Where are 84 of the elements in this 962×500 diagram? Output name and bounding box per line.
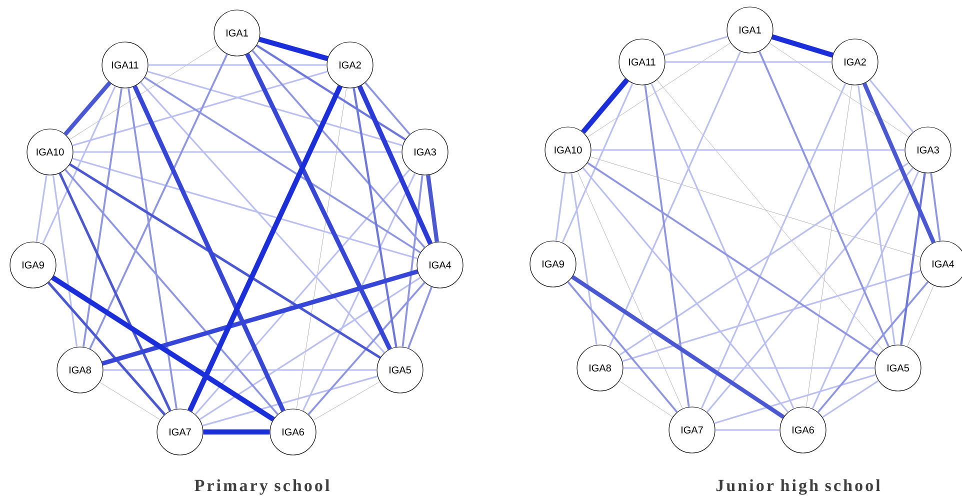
edge-line bbox=[590, 156, 921, 258]
edge-line bbox=[622, 270, 921, 362]
edge-line bbox=[128, 88, 178, 410]
edge-line bbox=[51, 275, 275, 422]
edge-line bbox=[769, 42, 909, 138]
edge-line bbox=[312, 381, 380, 421]
panel-caption: Junior high school bbox=[716, 479, 880, 495]
edge-line bbox=[869, 79, 914, 133]
edge-line bbox=[199, 276, 421, 420]
edge-line bbox=[187, 85, 343, 412]
edge-line bbox=[555, 173, 566, 241]
edge-line bbox=[252, 50, 426, 248]
edge-line bbox=[812, 170, 920, 410]
edge-line bbox=[352, 88, 398, 348]
edge-line bbox=[619, 380, 673, 418]
edge-line bbox=[577, 171, 683, 409]
edge-line bbox=[772, 34, 834, 58]
edge-line bbox=[256, 44, 406, 140]
edge-line bbox=[644, 84, 690, 408]
edge-line bbox=[52, 174, 78, 348]
edge-line bbox=[581, 78, 629, 134]
edge-line bbox=[82, 88, 123, 348]
edge-line bbox=[100, 382, 160, 420]
edge-line bbox=[822, 380, 879, 418]
edge-line bbox=[570, 172, 598, 346]
edge-line bbox=[88, 54, 228, 350]
edge-line bbox=[364, 82, 411, 135]
edge-line bbox=[700, 82, 846, 410]
edge-line bbox=[930, 172, 941, 242]
edge-line bbox=[402, 175, 424, 347]
edge-line bbox=[562, 83, 634, 243]
edge-line bbox=[664, 36, 728, 56]
edge-line bbox=[407, 286, 433, 349]
edge-line bbox=[586, 162, 880, 356]
edge-line bbox=[102, 269, 418, 366]
edge-line bbox=[907, 285, 934, 347]
edge-line bbox=[72, 158, 418, 260]
edge-line bbox=[69, 163, 381, 359]
panel-caption: Primary school bbox=[194, 479, 330, 495]
edge-line bbox=[72, 70, 328, 146]
edge-line bbox=[308, 282, 426, 416]
edge-line bbox=[36, 174, 48, 242]
edge-line bbox=[148, 64, 327, 66]
edge-line bbox=[706, 167, 914, 413]
edge-line bbox=[656, 80, 884, 350]
edge-line bbox=[862, 82, 936, 244]
edge-line bbox=[73, 151, 402, 153]
edge-line bbox=[608, 50, 742, 348]
edge-line bbox=[69, 45, 218, 140]
edge-line bbox=[296, 88, 347, 410]
edge-line bbox=[194, 169, 410, 415]
edge-line bbox=[715, 429, 780, 431]
edge-line bbox=[132, 85, 286, 412]
edge-line bbox=[147, 70, 403, 146]
edge-line bbox=[650, 83, 794, 409]
edge-line bbox=[806, 84, 852, 408]
edge-line bbox=[64, 168, 278, 416]
edge-line bbox=[714, 374, 876, 424]
edge-line bbox=[258, 36, 328, 62]
edge-line bbox=[140, 82, 385, 354]
edge-line bbox=[623, 367, 875, 369]
edge-line bbox=[665, 61, 832, 63]
edge-line bbox=[618, 162, 910, 356]
edge-line bbox=[203, 429, 270, 435]
edge-line bbox=[426, 174, 439, 242]
edge-line bbox=[587, 42, 731, 138]
edge-line bbox=[900, 172, 926, 346]
edge-line bbox=[144, 76, 421, 254]
edge-line bbox=[47, 282, 166, 416]
edge-line bbox=[567, 281, 678, 413]
edge-line bbox=[357, 85, 433, 245]
edge-line bbox=[571, 275, 785, 419]
edge-line bbox=[857, 84, 896, 346]
edge-line bbox=[202, 376, 378, 426]
edge-line bbox=[58, 172, 172, 412]
edge-line bbox=[302, 172, 416, 412]
edge-line bbox=[758, 50, 890, 348]
edge-line bbox=[582, 167, 789, 413]
edge-line bbox=[64, 81, 112, 136]
edge-line bbox=[245, 53, 392, 350]
edge-line bbox=[817, 281, 929, 413]
edge-line bbox=[591, 149, 905, 151]
edge-line bbox=[42, 86, 116, 244]
edge-line bbox=[103, 369, 377, 371]
